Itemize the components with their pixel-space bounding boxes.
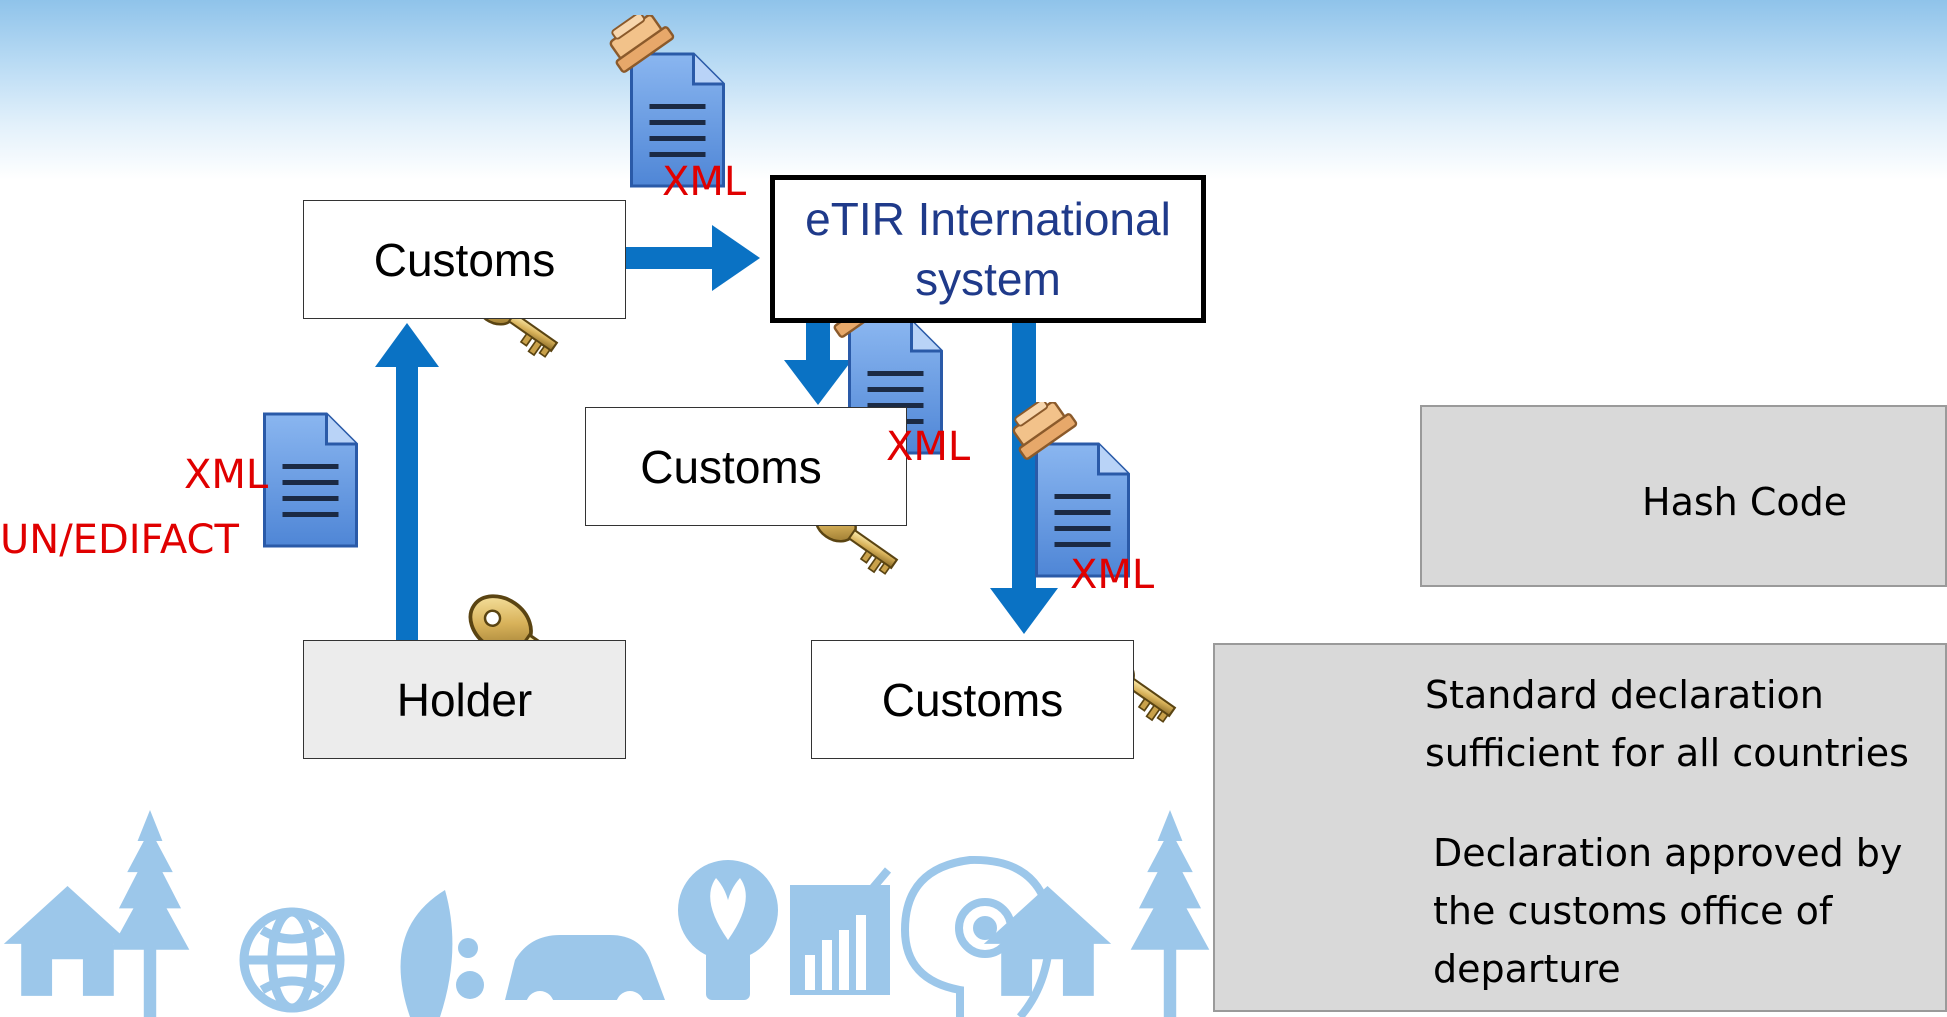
etir-label-line2: system [915, 253, 1061, 305]
customs-box-bottom: Customs [811, 640, 1134, 759]
customs-box-middle: Customs [585, 407, 907, 526]
hash-code-label: Hash Code [1642, 480, 1848, 524]
approved-declaration-line2: the customs office of [1433, 889, 1833, 933]
house-icon [3, 886, 132, 996]
edifact-label-left: UN/EDIFACT [0, 517, 239, 563]
customs-label: Customs [881, 673, 1064, 726]
standard-declaration-line2: sufficient for all countries [1425, 731, 1909, 775]
chart-icon [790, 867, 892, 995]
holder-box: Holder [303, 640, 626, 759]
lightbulb-icon [678, 860, 778, 1000]
xml-label-left: XML [184, 452, 269, 498]
document-icon [262, 412, 359, 548]
car-icon [505, 935, 665, 1017]
xml-label-middle: XML [886, 424, 971, 470]
etir-label-line1: eTIR International [805, 193, 1171, 245]
house-icon [983, 886, 1112, 996]
globe-icon [239, 907, 345, 1013]
customs-label: Customs [640, 440, 822, 493]
etir-system-box: eTIR International system [770, 175, 1206, 323]
approved-declaration-line3: departure [1433, 947, 1621, 991]
customs-label: Customs [373, 233, 556, 286]
tree-icon [110, 810, 190, 1017]
standard-declaration-line1: Standard declaration [1425, 673, 1824, 717]
tree-icon [1130, 810, 1210, 1017]
approved-declaration-line1: Declaration approved by [1433, 831, 1903, 875]
xml-label-right: XML [1070, 552, 1155, 598]
customs-box-top: Customs [303, 200, 626, 319]
legend-hash-code: Hash Code [1420, 405, 1947, 587]
holder-label: Holder [396, 673, 533, 726]
legend-declarations: Standard declaration sufficient for all … [1213, 643, 1947, 1012]
xml-label-top: XML [662, 159, 747, 205]
flow-arrows [375, 225, 1058, 640]
leaf-icon [400, 890, 484, 1017]
sky-background [0, 0, 1947, 180]
